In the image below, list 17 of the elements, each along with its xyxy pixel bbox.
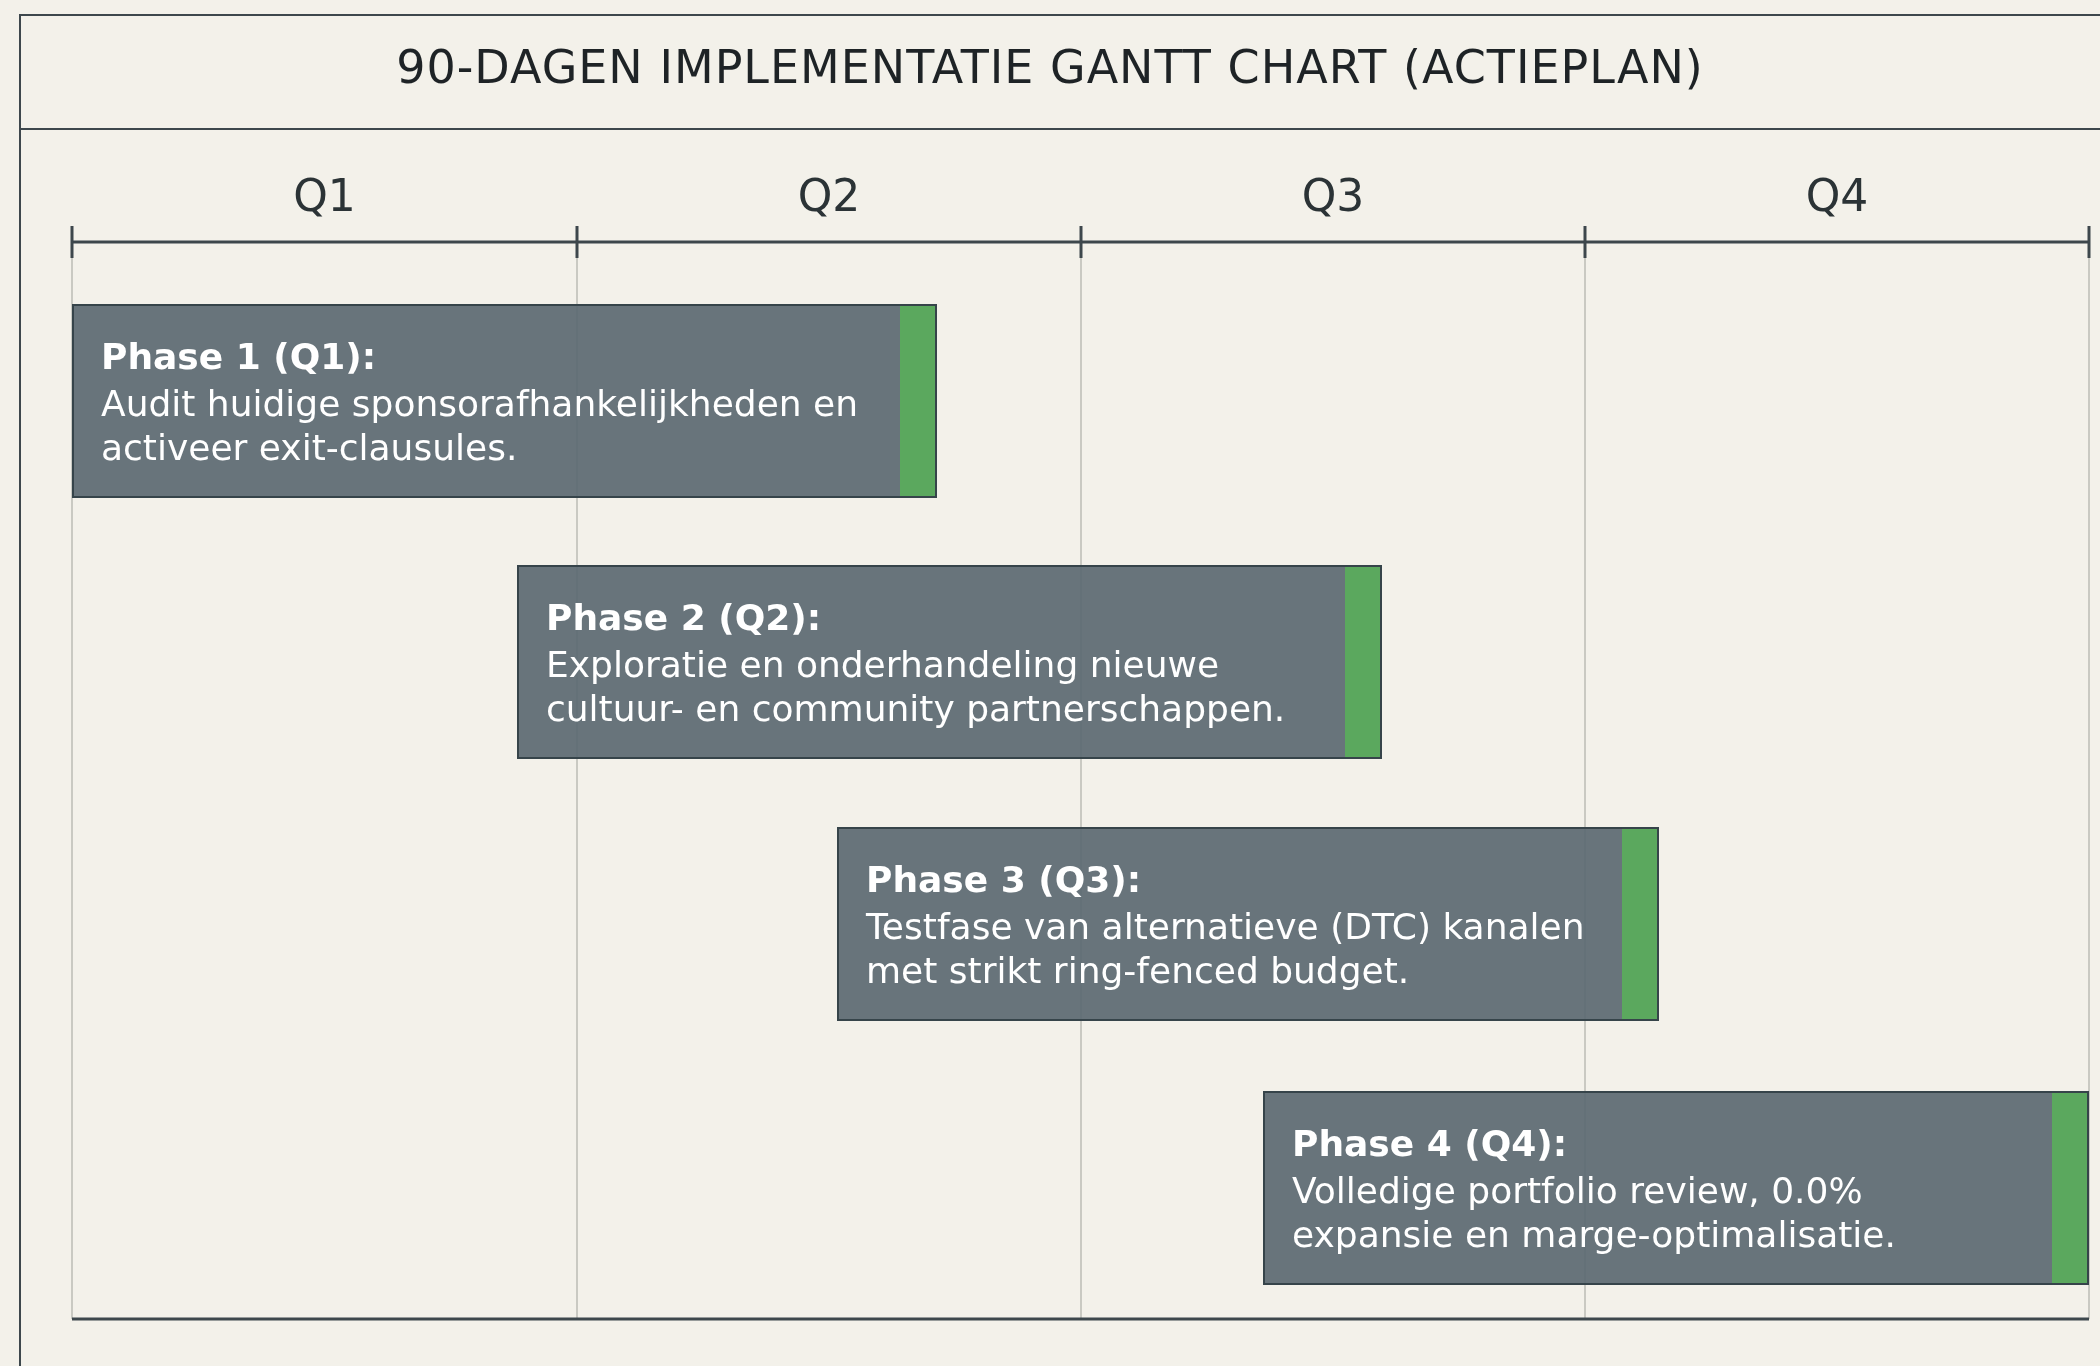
quarter-label: Q1	[292, 170, 357, 221]
task-bar	[72, 304, 937, 498]
task-bar	[1263, 1091, 2089, 1285]
quarter-label: Q2	[796, 170, 862, 221]
phase-description: Testfase van alternatieve (DTC) kanalen met strikt ring-fenced budget.	[866, 905, 1586, 993]
quarter-label: Q4	[1804, 170, 1870, 221]
phase-description: Volledige portfolio review, 0.0% expansie en marge-optimalisatie.	[1292, 1169, 1897, 1257]
quarter-label: Q3	[1300, 170, 1366, 221]
task-bar	[517, 565, 1382, 759]
phase-heading: Phase 4 (Q4):	[1292, 1123, 1568, 1164]
phase-description: Exploratie en onderhandeling nieuwe cultuur- en community partnerschappen.	[546, 643, 1287, 731]
task-bar	[837, 827, 1659, 1021]
phase-heading: Phase 2 (Q2):	[546, 597, 822, 638]
phase-description: Audit huidige sponsorafhankelijkheden en activeer exit-clausules.	[101, 382, 859, 470]
phase-heading: Phase 1 (Q1):	[101, 336, 377, 377]
chart-title: 90-DAGEN IMPLEMENTATIE GANTT CHART (ACTIEPLAN)	[395, 40, 1705, 94]
phase-heading: Phase 3 (Q3):	[866, 859, 1142, 900]
